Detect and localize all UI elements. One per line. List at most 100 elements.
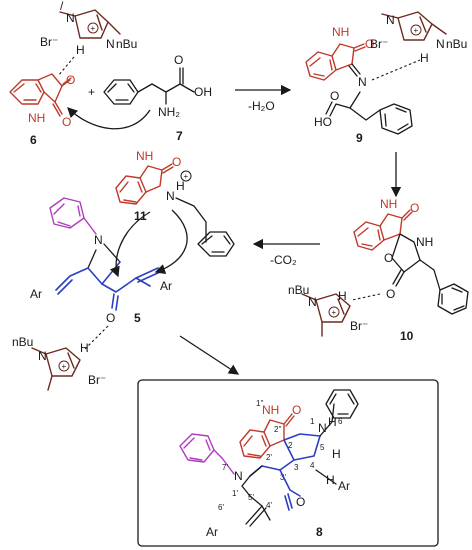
atom-nh: NH (262, 403, 279, 417)
atom-nh: NH (136, 149, 153, 163)
atom-o: O (330, 89, 339, 103)
compound-label-7: 7 (176, 129, 183, 143)
hydrogen-bond (83, 325, 109, 351)
atom-o: O (386, 287, 395, 301)
atom-nh: NH (332, 25, 349, 39)
svg-text:+: + (414, 26, 419, 35)
locant: 2' (266, 453, 272, 462)
aryl-label: Ar (30, 287, 42, 301)
atom-o: O (62, 115, 71, 129)
atom-n: N (436, 37, 445, 51)
atom-o: O (172, 155, 181, 169)
spiro-product-8: NH O 1'' 2'' N H 1 2 3 4 5 H H Ar 6 2' 3… (179, 389, 359, 539)
bromide-label: Br⁻ (350, 319, 368, 333)
bromide-label: Br⁻ (370, 37, 388, 51)
hydrogen-bond (57, 56, 75, 77)
atom-h: H (332, 447, 341, 461)
atom-n: N (166, 189, 175, 203)
aryl-label: Ar (206, 525, 218, 539)
step-condensation: -H₂O (248, 99, 275, 113)
atom-n: N (94, 233, 103, 247)
locant: 1'' (256, 399, 264, 408)
aryl-label: Ar (338, 479, 350, 493)
atom-nh: NH (28, 111, 45, 125)
nbu-label: nBu (288, 283, 309, 297)
locant: 2'' (274, 425, 282, 434)
arrow-to-8 (179, 335, 240, 375)
compound-label-5: 5 (134, 311, 141, 325)
nbu-label: nBu (12, 335, 33, 349)
methyl-label: / (60, 0, 64, 13)
bromide-label: Br⁻ (40, 35, 58, 49)
atom-o: O (106, 311, 115, 325)
atom-nh: NH (380, 197, 397, 211)
curved-arrow (109, 211, 151, 278)
plus-sign: + (88, 85, 95, 99)
curved-arrow (67, 107, 151, 130)
oxazolidinone-10: NH O NH O O 10 (353, 197, 469, 343)
svg-text:+: + (184, 172, 189, 181)
locant: 7' (222, 463, 228, 472)
svg-text:+: + (91, 24, 96, 33)
svg-text:+: + (332, 308, 337, 317)
atom-n: N (38, 349, 47, 363)
compound-label-8: 8 (316, 525, 323, 539)
azomethine-ylide-11: NH O N H + 11 (115, 149, 235, 257)
atom-o: O (384, 251, 393, 265)
locant: 6 (338, 417, 343, 426)
locant: 5 (320, 443, 325, 452)
hydrogen-bond (351, 293, 381, 301)
compound-label-9: 9 (356, 131, 363, 145)
bromide-label: Br⁻ (88, 373, 106, 387)
atom-h: H (176, 179, 185, 193)
atom-n: N (308, 295, 317, 309)
phenylalanine-7: O OH NH₂ 7 (103, 53, 212, 143)
nbu-label: nBu (446, 37, 467, 51)
nbu-label: nBu (116, 37, 137, 51)
aryl-label: Ar (160, 279, 172, 293)
step-decarboxylation: -CO₂ (270, 253, 297, 267)
atom-n: N (386, 13, 395, 27)
locant: 6' (218, 503, 224, 512)
ionic-liquid-bottom-left: + nBu N H Br⁻ (12, 335, 106, 391)
locant: 2 (288, 441, 293, 450)
compound-label-11: 11 (134, 209, 147, 223)
ionic-liquid-top-right: + N N nBu H Br⁻ (370, 11, 467, 65)
locant: 4' (266, 501, 272, 510)
atom-ho: HO (314, 115, 332, 129)
isatin-6: O O NH 6 (9, 73, 75, 147)
atom-nh2: NH₂ (158, 105, 180, 119)
atom-h: H (338, 289, 347, 303)
atom-o: O (296, 495, 305, 509)
atom-oh: OH (194, 85, 212, 99)
atom-h: H (420, 51, 429, 65)
locant: 1' (232, 489, 238, 498)
atom-h: H (80, 341, 89, 355)
locant: 3 (294, 463, 299, 472)
atom-n: N (358, 75, 367, 89)
atom-n: N (234, 469, 243, 483)
svg-text:+: + (62, 362, 67, 371)
atom-h: H (76, 43, 85, 57)
atom-o: O (365, 37, 374, 51)
compound-label-6: 6 (30, 133, 37, 147)
atom-o: O (410, 201, 419, 215)
curved-arrow (154, 209, 188, 275)
atom-o: O (174, 53, 183, 67)
hydrogen-bond (371, 59, 421, 81)
ionic-liquid-mid-right: + nBu N H Br⁻ (288, 283, 368, 337)
atom-o: O (66, 73, 75, 87)
dipolarophile-5: N Ar O Ar 5 (30, 197, 172, 325)
compound-label-10: 10 (400, 329, 414, 343)
ionic-liquid-top-left: + / N N nBu H Br⁻ (40, 0, 137, 57)
locant: 4 (310, 461, 315, 470)
product-box (137, 379, 439, 547)
atom-o: O (292, 403, 301, 417)
atom-n: N (106, 37, 115, 51)
atom-n: N (318, 421, 327, 435)
locant: 1 (310, 417, 315, 426)
imine-9: NH O N O HO 9 (305, 25, 413, 145)
atom-nh: NH (416, 235, 433, 249)
